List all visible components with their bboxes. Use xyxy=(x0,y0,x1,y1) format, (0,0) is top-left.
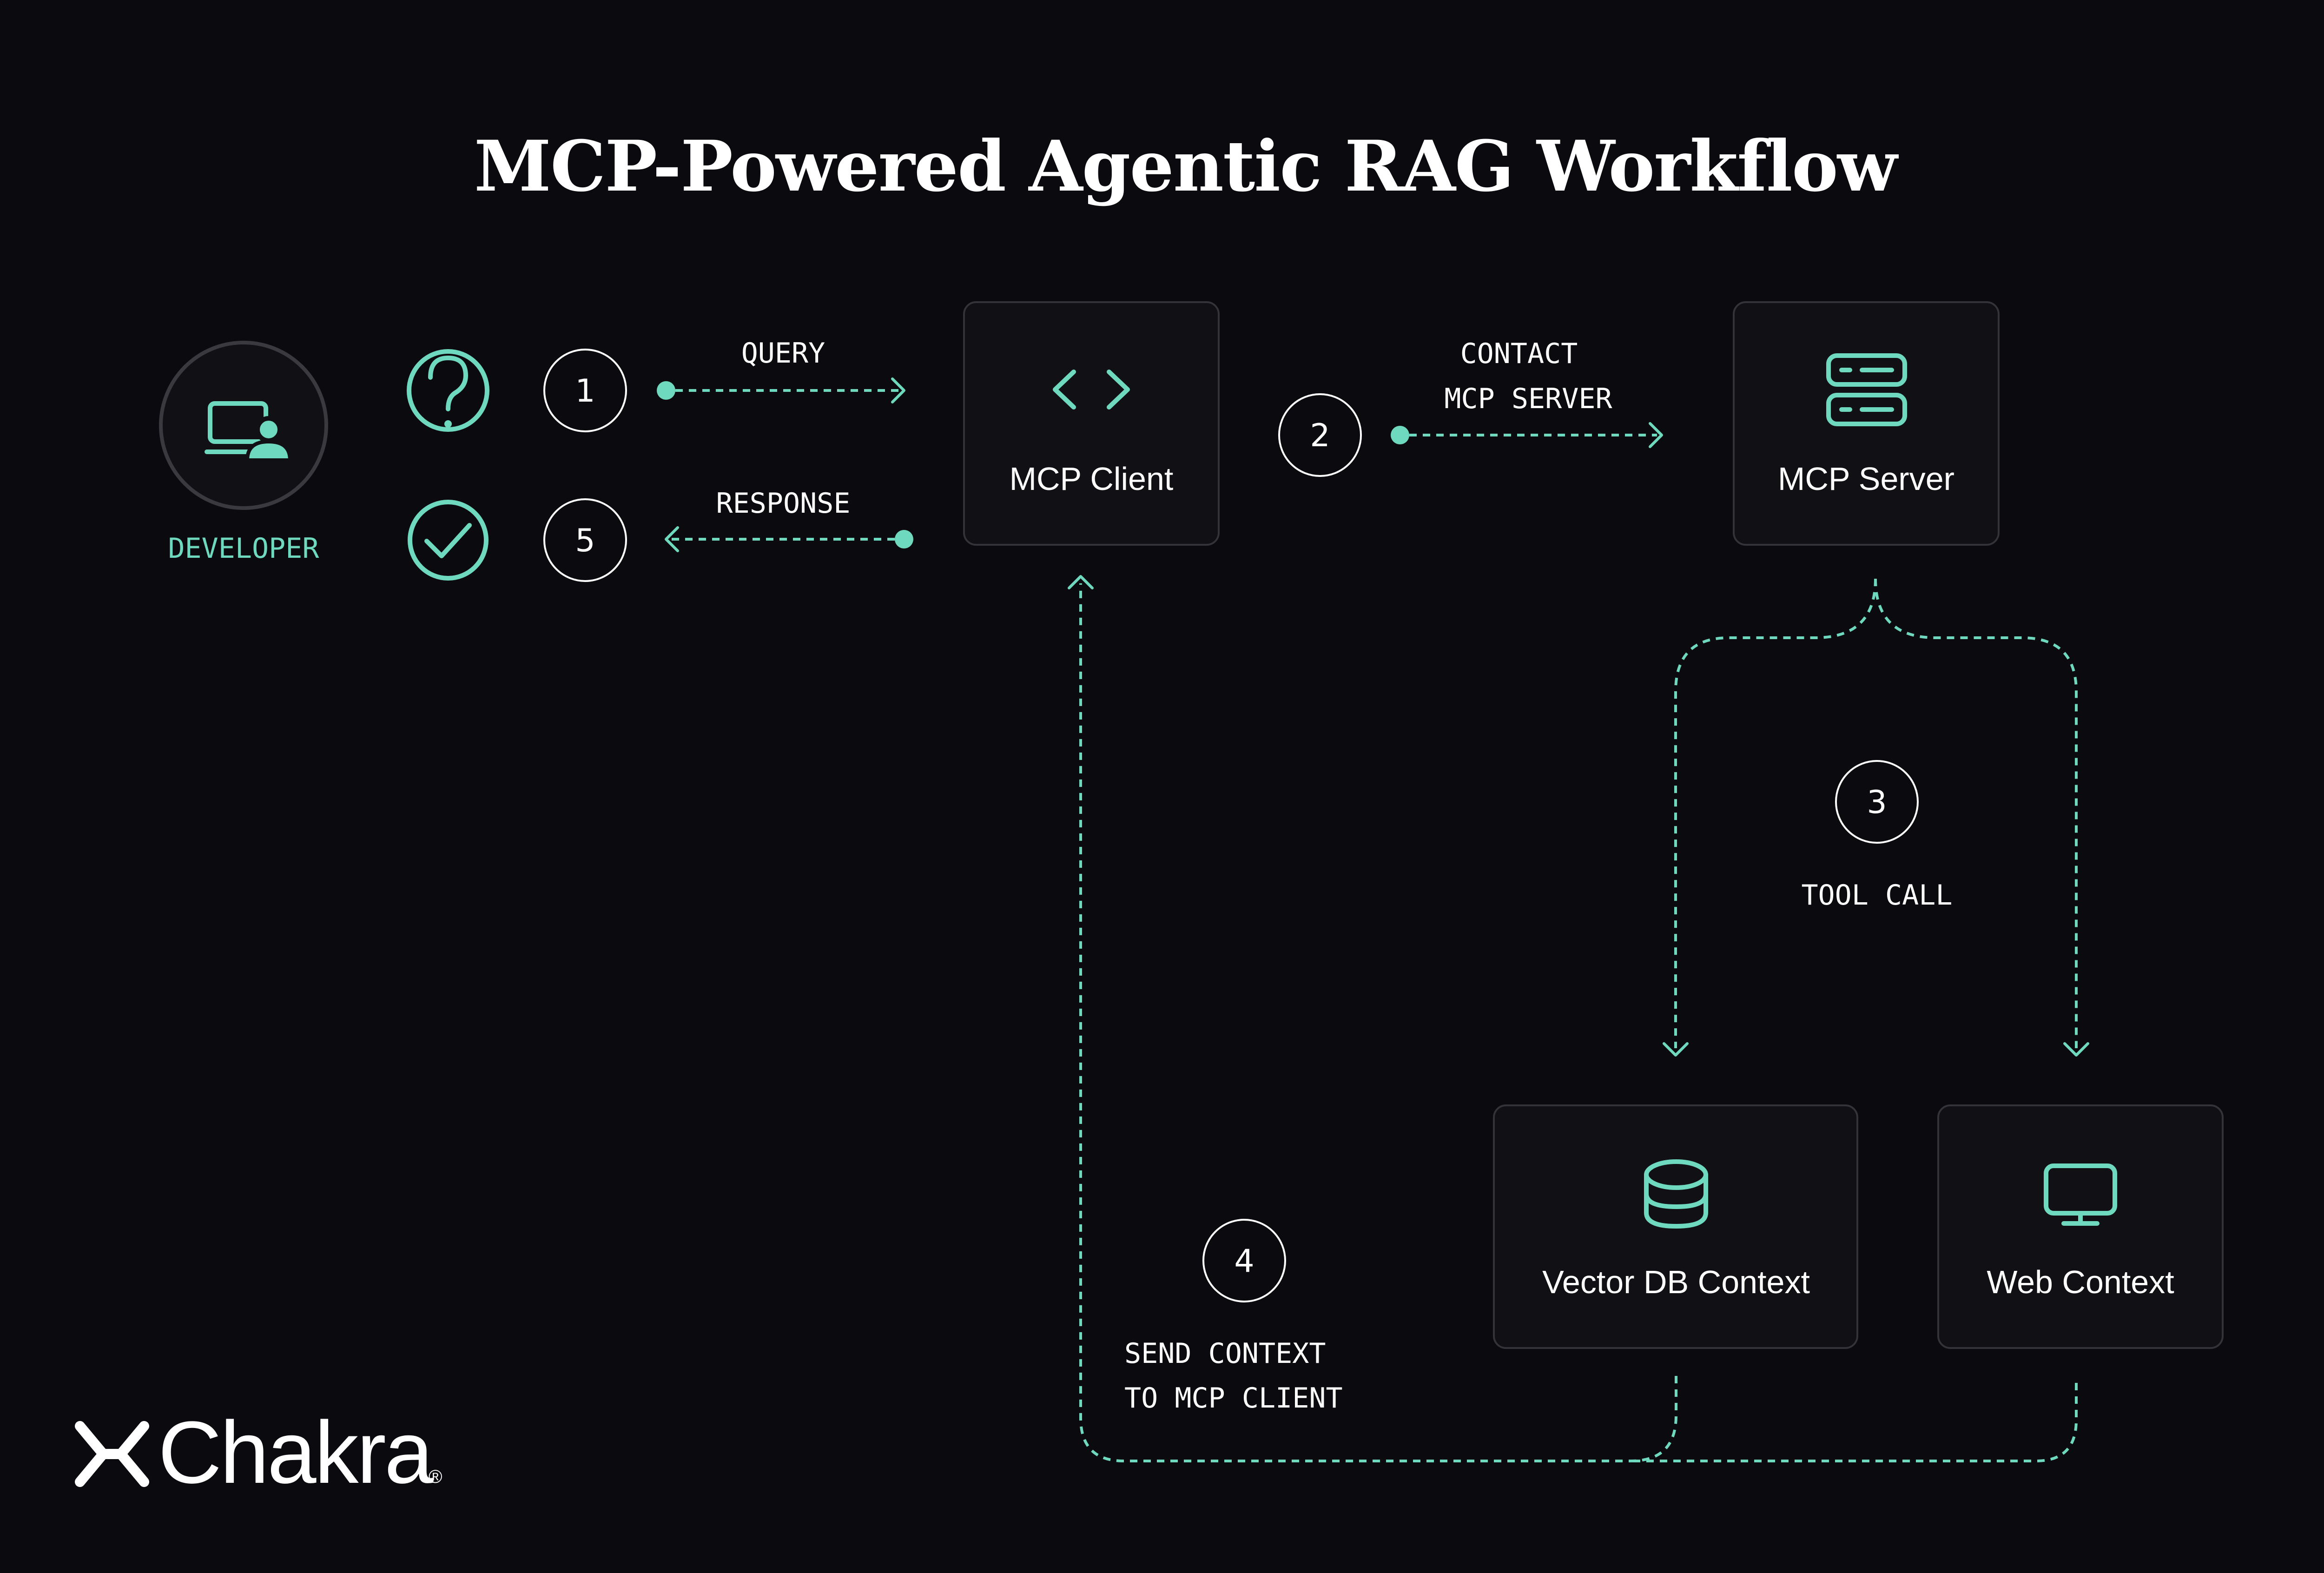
mcp-server-node: MCP Server xyxy=(1733,301,2000,546)
query-arrow xyxy=(657,377,905,403)
monitor-icon xyxy=(2044,1163,2117,1226)
step-3: 3 xyxy=(1835,760,1919,844)
step-1-number: 1 xyxy=(575,373,595,410)
step-2: 2 xyxy=(1278,393,1362,477)
step-4-number: 4 xyxy=(1234,1243,1254,1280)
brand-name: Chakra xyxy=(158,1403,434,1502)
developer-laptop-icon xyxy=(205,401,292,462)
step-4-label-line-1: SEND CONTEXT xyxy=(1124,1337,1326,1370)
mcp-client-node: MCP Client xyxy=(963,301,1220,546)
step-1-label: QUERY xyxy=(741,337,825,370)
step-2-number: 2 xyxy=(1310,417,1330,454)
step-1: 1 xyxy=(543,349,627,432)
mcp-server-label: MCP Server xyxy=(1778,461,1954,497)
code-brackets-icon xyxy=(1053,370,1130,410)
step-4-label-line-2: TO MCP CLIENT xyxy=(1124,1382,1343,1414)
step-3-number: 3 xyxy=(1867,784,1887,821)
step-2-label-line-1: CONTACT xyxy=(1460,337,1578,370)
step-4: 4 xyxy=(1202,1219,1286,1302)
question-icon xyxy=(407,349,489,432)
vector-db-node: Vector DB Context xyxy=(1493,1104,1858,1349)
check-icon xyxy=(408,500,489,581)
database-icon xyxy=(1644,1159,1708,1229)
server-icon xyxy=(1826,353,1907,426)
step-5: 5 xyxy=(543,498,627,582)
page-title: MCP-Powered Agentic RAG Workflow xyxy=(474,126,1899,207)
send-context-loop xyxy=(1068,575,2078,1462)
developer-label: DEVELOPER xyxy=(168,532,319,565)
web-context-label: Web Context xyxy=(1987,1264,2174,1300)
web-context-node: Web Context xyxy=(1937,1104,2224,1349)
tool-call-branch xyxy=(1663,578,2089,1057)
chakra-logo-icon xyxy=(75,1421,149,1487)
step-5-label: RESPONSE xyxy=(716,487,851,520)
developer-node xyxy=(159,341,328,510)
vector-db-label: Vector DB Context xyxy=(1542,1264,1810,1300)
step-3-label: TOOL CALL xyxy=(1801,879,1952,912)
brand-registered-mark: ® xyxy=(429,1467,442,1487)
step-2-label-line-2: MCP SERVER xyxy=(1444,383,1612,415)
response-arrow xyxy=(665,526,913,552)
step-5-number: 5 xyxy=(575,522,595,559)
contact-server-arrow xyxy=(1391,422,1663,448)
mcp-client-label: MCP Client xyxy=(1010,461,1174,497)
